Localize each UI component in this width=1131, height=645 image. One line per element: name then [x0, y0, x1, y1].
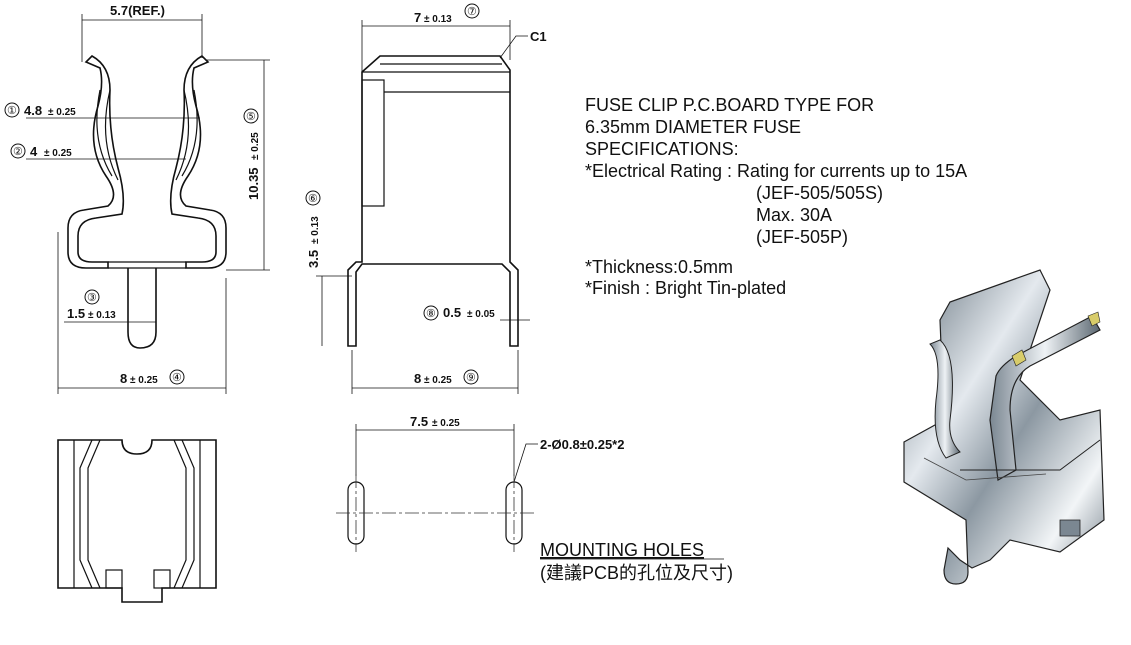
spec-heading: SPECIFICATIONS: — [585, 139, 739, 159]
dim3-tol: ± 0.13 — [88, 310, 116, 321]
dim4-tol: ± 0.25 — [130, 375, 158, 386]
dim3-number: ③ — [87, 292, 97, 304]
dim1-number: ① — [7, 105, 17, 117]
mounting-holes: 7.5 ± 0.25 2-Ø0.8±0.25*2 — [336, 414, 624, 552]
dim5-value: 10.35 — [246, 167, 261, 200]
dim3-value: 1.5 — [67, 306, 85, 321]
chamfer-label: C1 — [530, 29, 547, 44]
dim2-number: ② — [13, 146, 23, 158]
mounting-note: (建議PCB的孔位及尺寸) — [540, 563, 733, 583]
spec-rating-line3: Max. 30A — [756, 205, 832, 225]
side-body — [347, 55, 519, 347]
top-body — [57, 439, 217, 603]
front-view: 5.7(REF.) ① 4.8 ± 0.25 ② 4 ± 0.25 ③ 1.5 … — [4, 3, 270, 394]
specifications: FUSE CLIP P.C.BOARD TYPE FOR 6.35mm DIAM… — [585, 95, 967, 298]
side-view: 7 ± 0.13 ⑦ C1 ⑥ 3.5 ± 0.13 ⑧ 0.5 ± 0.05 … — [305, 3, 547, 394]
dim6-number: ⑥ — [308, 193, 318, 205]
dim8-value: 0.5 — [443, 305, 461, 320]
dim1-value: 4.8 — [24, 103, 42, 118]
front-pin — [127, 268, 157, 349]
dim8-number: ⑧ — [426, 308, 436, 320]
dim7-tol: ± 0.13 — [424, 14, 452, 25]
spec-finish: *Finish : Bright Tin-plated — [585, 278, 786, 298]
dim2-value: 4 — [30, 144, 38, 159]
dim6-value: 3.5 — [306, 250, 321, 268]
spec-title-line2: 6.35mm DIAMETER FUSE — [585, 117, 801, 137]
spec-thickness: *Thickness:0.5mm — [585, 257, 733, 277]
hole-spacing-tol: ± 0.25 — [432, 418, 460, 429]
mounting-title: MOUNTING HOLES — [540, 540, 704, 560]
hole-callout: 2-Ø0.8±0.25*2 — [540, 437, 624, 452]
dim2-tol: ± 0.25 — [44, 148, 72, 159]
dim4-value: 8 — [120, 371, 127, 386]
spec-rating-line1: *Electrical Rating : Rating for currents… — [585, 161, 967, 181]
dim6-tol: ± 0.13 — [310, 216, 321, 244]
dim4-number: ④ — [172, 372, 182, 384]
spec-rating-line2: (JEF-505/505S) — [756, 183, 883, 203]
spec-rating-line4: (JEF-505P) — [756, 227, 848, 247]
top-view — [57, 439, 217, 603]
mounting-caption: MOUNTING HOLES (建議PCB的孔位及尺寸) — [540, 540, 733, 583]
dim9-value: 8 — [414, 371, 421, 386]
dim7-value: 7 — [414, 10, 421, 25]
dim1-tol: ± 0.25 — [48, 107, 76, 118]
fuse-clip-3d-image — [903, 269, 1105, 585]
dim5-tol: ± 0.25 — [250, 132, 261, 160]
front-body-right — [169, 55, 227, 269]
dim7-number: ⑦ — [467, 6, 477, 18]
dim5-number: ⑤ — [246, 111, 256, 123]
dim8-tol: ± 0.05 — [467, 309, 495, 320]
front-body-left — [67, 55, 125, 269]
spec-title-line1: FUSE CLIP P.C.BOARD TYPE FOR — [585, 95, 874, 115]
dim9-number: ⑨ — [466, 372, 476, 384]
ref-dim-text: 5.7(REF.) — [110, 3, 165, 18]
hole-spacing-value: 7.5 — [410, 414, 428, 429]
dim9-tol: ± 0.25 — [424, 375, 452, 386]
